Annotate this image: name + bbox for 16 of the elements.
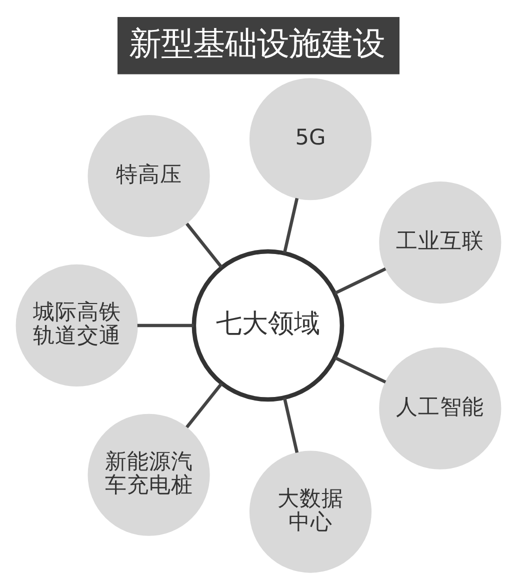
node-circle: 工业互联 [378,181,501,304]
connector [185,382,222,428]
diagram-title: 新型基础设施建设 [128,24,384,62]
connector [334,267,386,295]
connector [136,324,194,328]
node-circle: 城际高铁轨道交通 [15,264,138,386]
connector [282,398,298,453]
node-circle: 新能源汽车充电桩 [87,414,210,536]
connector [282,198,298,254]
connector [334,356,386,384]
node-circle: 七大领域 [191,249,344,402]
node-circle: 人工智能 [378,347,501,470]
node-circle: 5G [248,78,372,200]
connector [185,222,222,268]
node-circle: 大数据中心 [248,450,372,573]
node-circle: 特高压 [87,114,210,238]
